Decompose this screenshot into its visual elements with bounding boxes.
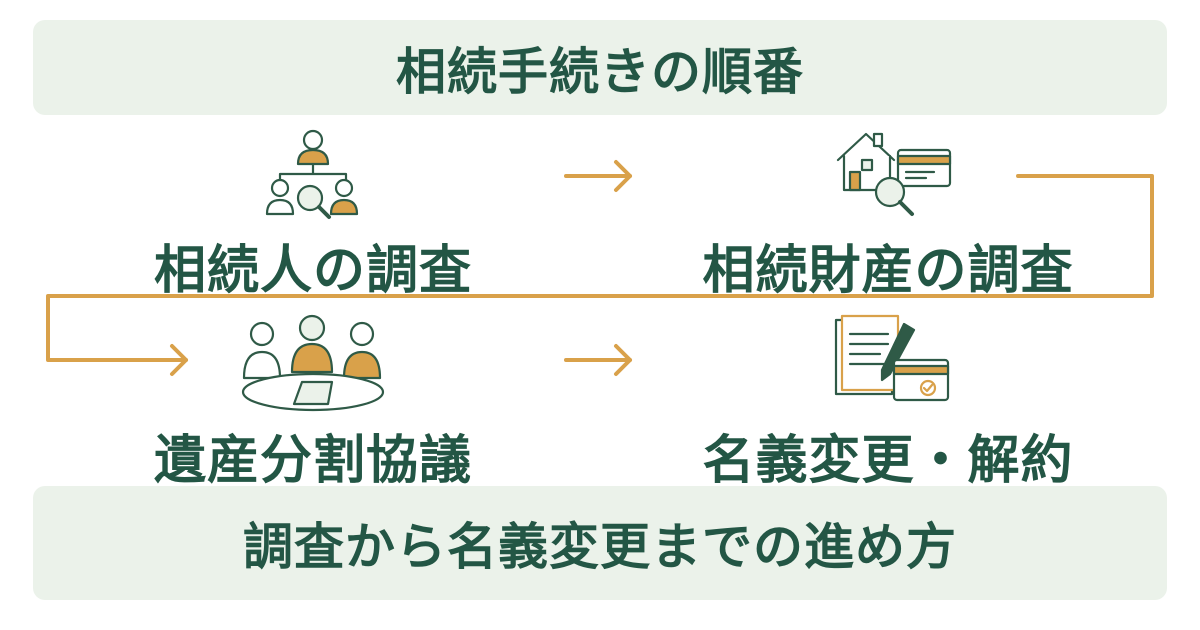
footer-banner: 調査から名義変更までの進め方 [33, 486, 1167, 600]
step-label-3: 遺産分割協議 [153, 431, 472, 491]
family-tree-search-icon [258, 124, 368, 220]
arrowhead-step1-to-step2 [614, 160, 632, 192]
document-pen-card-icon [832, 314, 952, 406]
header-banner: 相続手続きの順番 [33, 20, 1167, 115]
step-label-1: 相続人の調査 [153, 241, 472, 301]
arrowhead-step2-to-step3 [170, 344, 188, 376]
family-meeting-icon [238, 310, 388, 414]
connector-step2-to-step3 [46, 174, 1154, 362]
footer-subtitle: 調査から名義変更までの進め方 [243, 518, 957, 576]
step-label-4: 名義変更・解約 [702, 431, 1074, 491]
arrowhead-step3-to-step4 [614, 344, 632, 376]
house-document-search-icon [834, 126, 954, 226]
page-title: 相続手続きの順番 [396, 42, 804, 101]
step-label-2: 相続財産の調査 [702, 241, 1074, 301]
